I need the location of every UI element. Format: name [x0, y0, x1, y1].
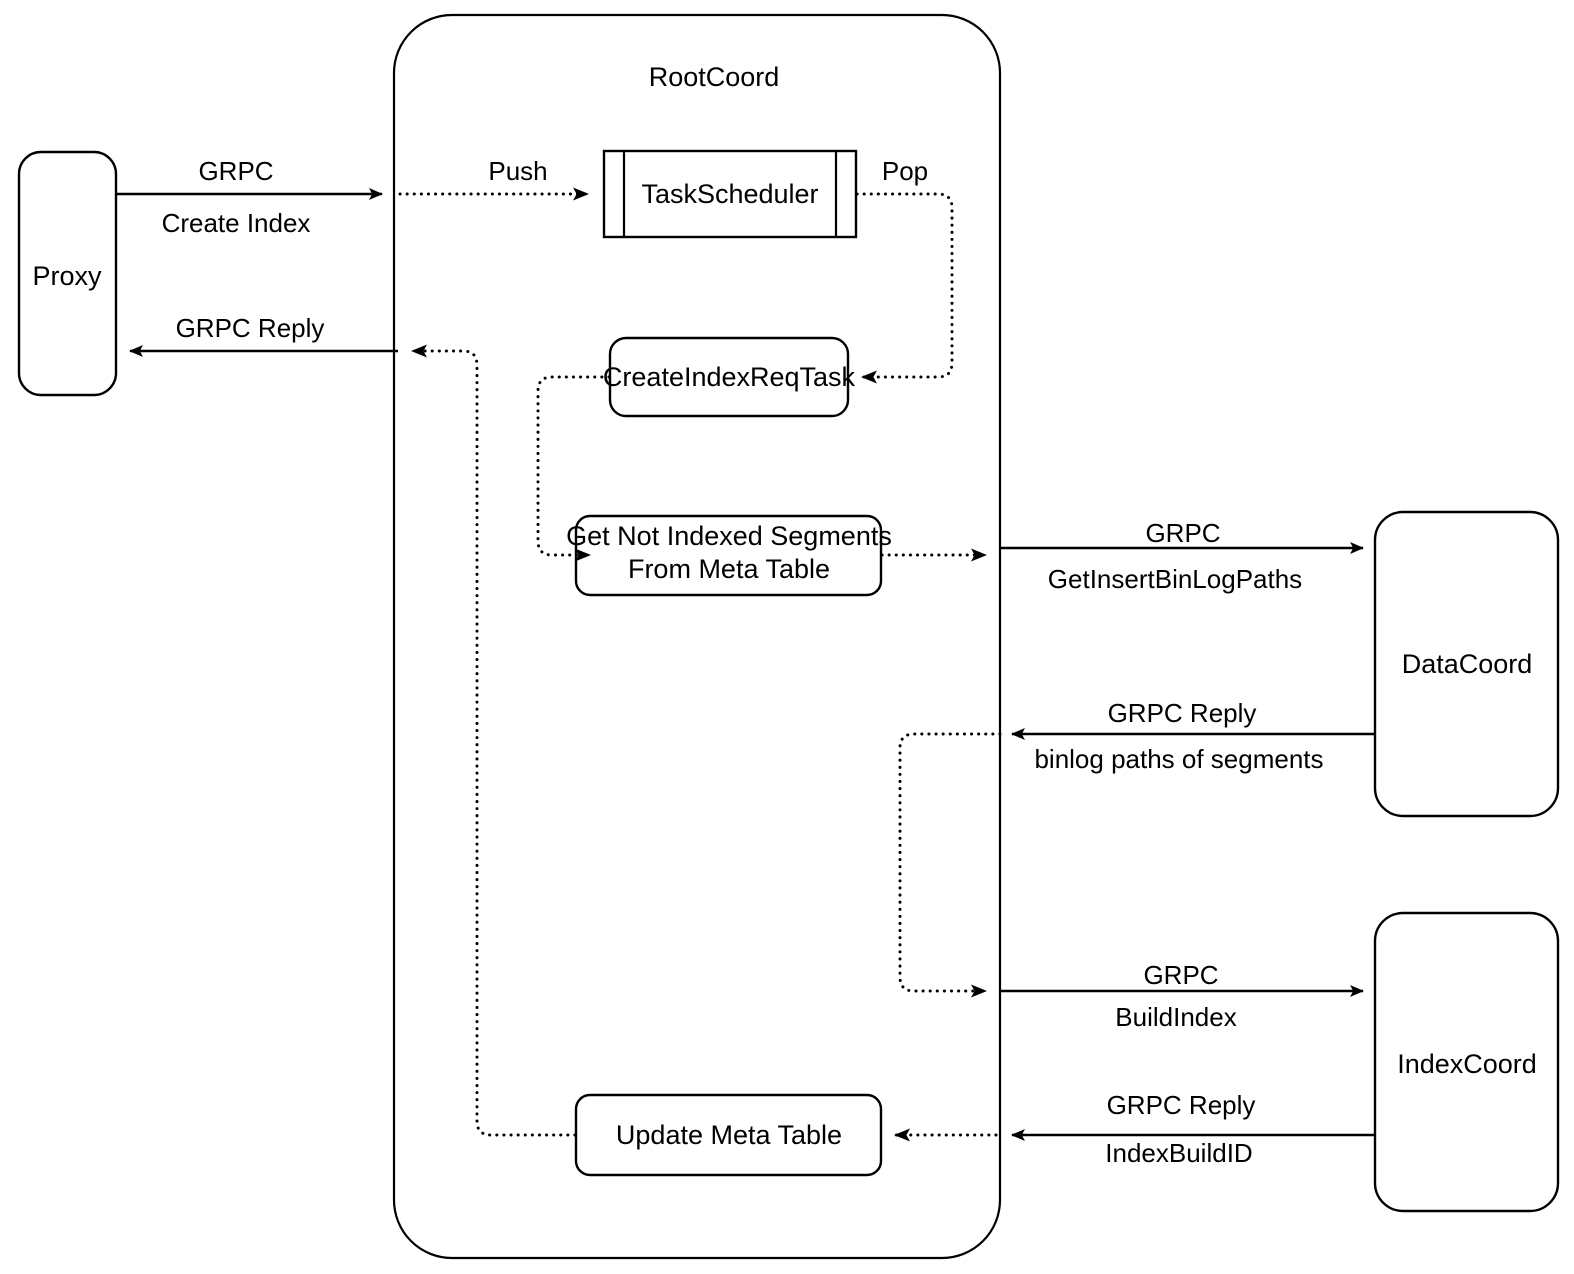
edge-buildindex-label-bottom: BuildIndex	[1115, 1002, 1236, 1032]
edge-datacoord-reply-label-bottom: binlog paths of segments	[1034, 744, 1323, 774]
node-task-scheduler[interactable]: TaskScheduler	[602, 149, 858, 239]
edge-task-to-getsegments	[536, 375, 611, 562]
group-rootcoord: RootCoord	[392, 13, 1002, 1260]
edge-datacoord-reply: GRPC Reply binlog paths of segments	[1011, 698, 1375, 774]
edge-indexcoord-reply-label-top: GRPC Reply	[1107, 1090, 1256, 1120]
edge-proxy-to-rootcoord-label-top: GRPC	[198, 156, 273, 186]
edge-getsegments-to-datacoord-label-bottom: GetInsertBinLogPaths	[1048, 564, 1302, 594]
edge-push-label: Push	[488, 156, 547, 186]
group-rootcoord-label: RootCoord	[649, 62, 780, 92]
edge-proxy-to-rootcoord: GRPC Create Index	[116, 156, 383, 238]
edge-rootcoord-to-proxy: GRPC Reply	[129, 313, 398, 357]
node-index-coord[interactable]: IndexCoord	[1373, 911, 1560, 1213]
node-data-coord[interactable]: DataCoord	[1373, 510, 1560, 818]
node-proxy[interactable]: Proxy	[17, 150, 118, 397]
node-proxy-label: Proxy	[32, 261, 102, 291]
edge-indexcoord-reply-label-bottom: IndexBuildID	[1105, 1138, 1252, 1168]
edge-datacoord-reply-label-top: GRPC Reply	[1108, 698, 1257, 728]
node-index-coord-label: IndexCoord	[1397, 1049, 1537, 1079]
edge-pop-from-scheduler: Pop	[855, 156, 954, 384]
edge-datacoord-to-buildindex-internal	[898, 732, 1002, 998]
edge-buildindex-label-top: GRPC	[1143, 960, 1218, 990]
node-update-meta-table[interactable]: Update Meta Table	[574, 1093, 883, 1177]
node-get-not-indexed-segments[interactable]: Get Not Indexed Segments From Meta Table	[566, 514, 892, 597]
node-update-meta-table-label: Update Meta Table	[616, 1120, 842, 1150]
edge-updatemeta-to-proxy	[410, 344, 577, 1137]
node-create-index-req-task[interactable]: CreateIndexReqTask	[603, 336, 856, 418]
edge-proxy-to-rootcoord-label-bottom: Create Index	[162, 208, 311, 238]
edge-getsegments-to-datacoord-label-top: GRPC	[1145, 518, 1220, 548]
edge-pop-label: Pop	[882, 156, 928, 186]
edge-buildindex-to-indexcoord: GRPC BuildIndex	[1000, 960, 1364, 1032]
node-get-not-indexed-segments-label-line1: Get Not Indexed Segments	[566, 521, 892, 551]
edge-getsegments-to-datacoord: GRPC GetInsertBinLogPaths	[880, 518, 1364, 594]
edge-rootcoord-to-proxy-label: GRPC Reply	[176, 313, 325, 343]
node-task-scheduler-label: TaskScheduler	[641, 179, 818, 209]
node-get-not-indexed-segments-label-line2: From Meta Table	[628, 554, 830, 584]
edge-push-to-scheduler: Push	[398, 156, 590, 201]
node-data-coord-label: DataCoord	[1402, 649, 1533, 679]
edge-indexcoord-reply: GRPC Reply IndexBuildID	[893, 1090, 1375, 1168]
node-create-index-req-task-label: CreateIndexReqTask	[603, 362, 856, 392]
